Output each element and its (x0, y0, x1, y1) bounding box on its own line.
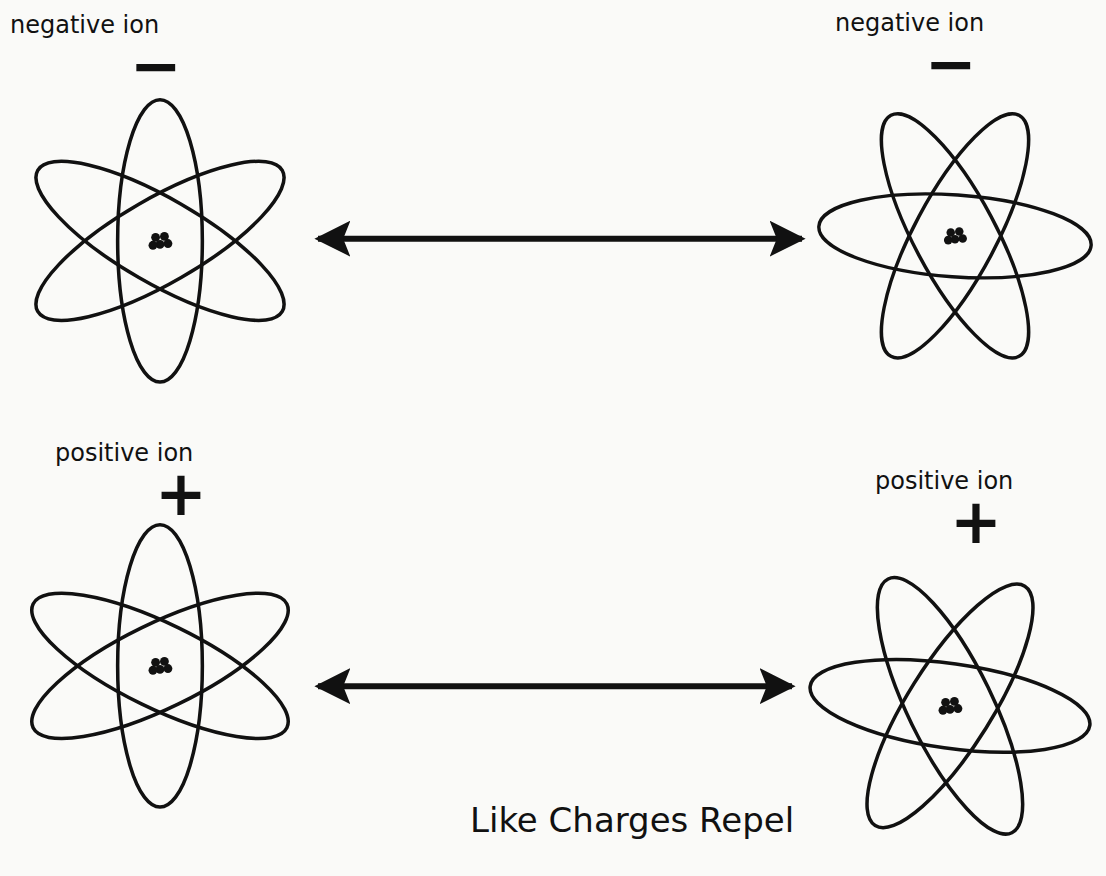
electron-orbit (839, 564, 1060, 848)
nucleus (149, 241, 158, 250)
ion-atom: negative ion− (810, 10, 1100, 382)
nucleus (149, 666, 158, 675)
atom-drawing (10, 520, 310, 812)
electron-orbit (118, 100, 203, 382)
caption: Like Charges Repel (470, 800, 794, 840)
double-arrow (318, 236, 802, 242)
electron-orbit (804, 645, 1095, 768)
ion-atom: negative ion− (10, 12, 310, 390)
electron-orbit (850, 561, 1050, 852)
ion-label: positive ion (875, 468, 1013, 496)
nucleus (939, 706, 948, 715)
ion-label: negative ion (10, 12, 159, 40)
electron-orbit (855, 96, 1055, 375)
double-arrow (318, 683, 792, 689)
charge-sign: − (925, 38, 977, 91)
nucleus (164, 664, 173, 673)
atom-drawing (810, 90, 1100, 382)
electron-orbit (15, 566, 306, 766)
charge-sign: + (950, 496, 1002, 549)
nucleus (944, 236, 953, 245)
charge-sign: + (155, 468, 207, 521)
electron-orbit (17, 134, 304, 349)
ion-atom: positive ion+ (10, 440, 310, 812)
nucleus (954, 704, 963, 713)
electron-orbit (816, 186, 1094, 287)
ion-label: positive ion (55, 440, 193, 468)
electron-orbit (15, 566, 306, 766)
ion-label: negative ion (835, 10, 984, 38)
charge-sign: − (130, 40, 182, 93)
ion-atom: positive ion+ (800, 468, 1100, 864)
electron-orbit (855, 96, 1055, 375)
nucleus (958, 234, 967, 243)
atom-drawing (10, 92, 310, 390)
atom-drawing (800, 548, 1100, 864)
electron-orbit (17, 134, 304, 349)
nucleus (164, 239, 173, 248)
electron-orbit (118, 525, 203, 807)
